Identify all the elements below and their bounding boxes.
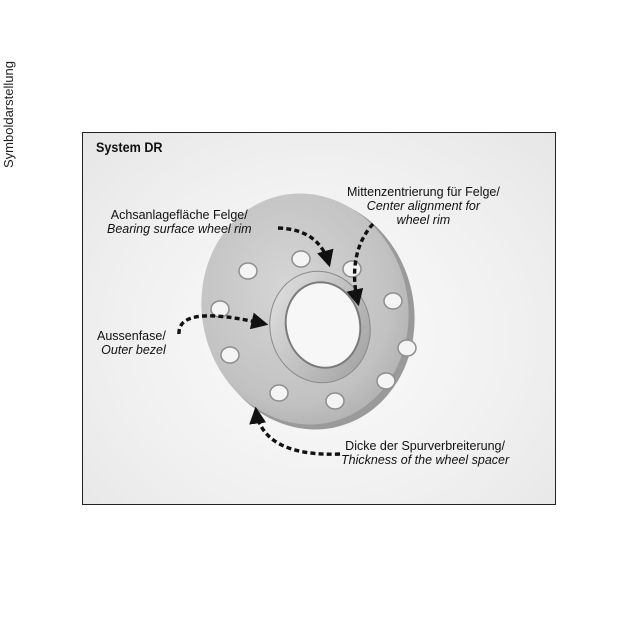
- bolt-hole: [397, 339, 417, 357]
- wheel-spacer-illustration: [177, 193, 417, 456]
- arrow-bearing: [277, 226, 334, 268]
- bolt-hole: [383, 292, 403, 310]
- label-bearing-de: Achsanlagefläche Felge/: [110, 208, 248, 222]
- bolt-hole: [376, 372, 396, 390]
- bolt-hole: [269, 384, 289, 402]
- diagram-frame: System DR: [82, 132, 556, 505]
- label-bearing-surface: Achsanlagefläche Felge/ Bearing surface …: [107, 208, 252, 236]
- bolt-hole: [291, 250, 311, 268]
- label-center-en: Center alignment for: [366, 199, 481, 213]
- label-bearing-en: Bearing surface wheel rim: [107, 222, 252, 236]
- side-label: Symboldarstellung: [1, 61, 16, 168]
- label-thickness-de: Dicke der Spurverbreiterung/: [345, 439, 505, 453]
- arrow-thickness: [249, 406, 341, 456]
- arrow-center: [346, 222, 375, 307]
- label-thickness-en: Thickness of the wheel spacer: [341, 453, 510, 467]
- label-center-alignment: Mittenzentrierung für Felge/ Center alig…: [347, 185, 500, 227]
- label-bezel-de: Aussenfase/: [97, 329, 166, 343]
- bolt-hole: [220, 346, 240, 364]
- bolt-hole: [342, 260, 362, 278]
- diagram-title: System DR: [96, 139, 163, 155]
- label-center-de: Mittenzentrierung für Felge/: [347, 185, 500, 199]
- bolt-holes: [210, 250, 417, 410]
- bolt-hole: [325, 392, 345, 410]
- label-thickness: Dicke der Spurverbreiterung/ Thickness o…: [341, 439, 509, 467]
- label-outer-bezel: Aussenfase/ Outer bezel: [97, 329, 166, 357]
- label-bezel-en: Outer bezel: [101, 343, 166, 357]
- label-center-en-2: wheel rim: [396, 213, 451, 227]
- hub-bore: [284, 281, 362, 369]
- bolt-hole: [238, 262, 258, 280]
